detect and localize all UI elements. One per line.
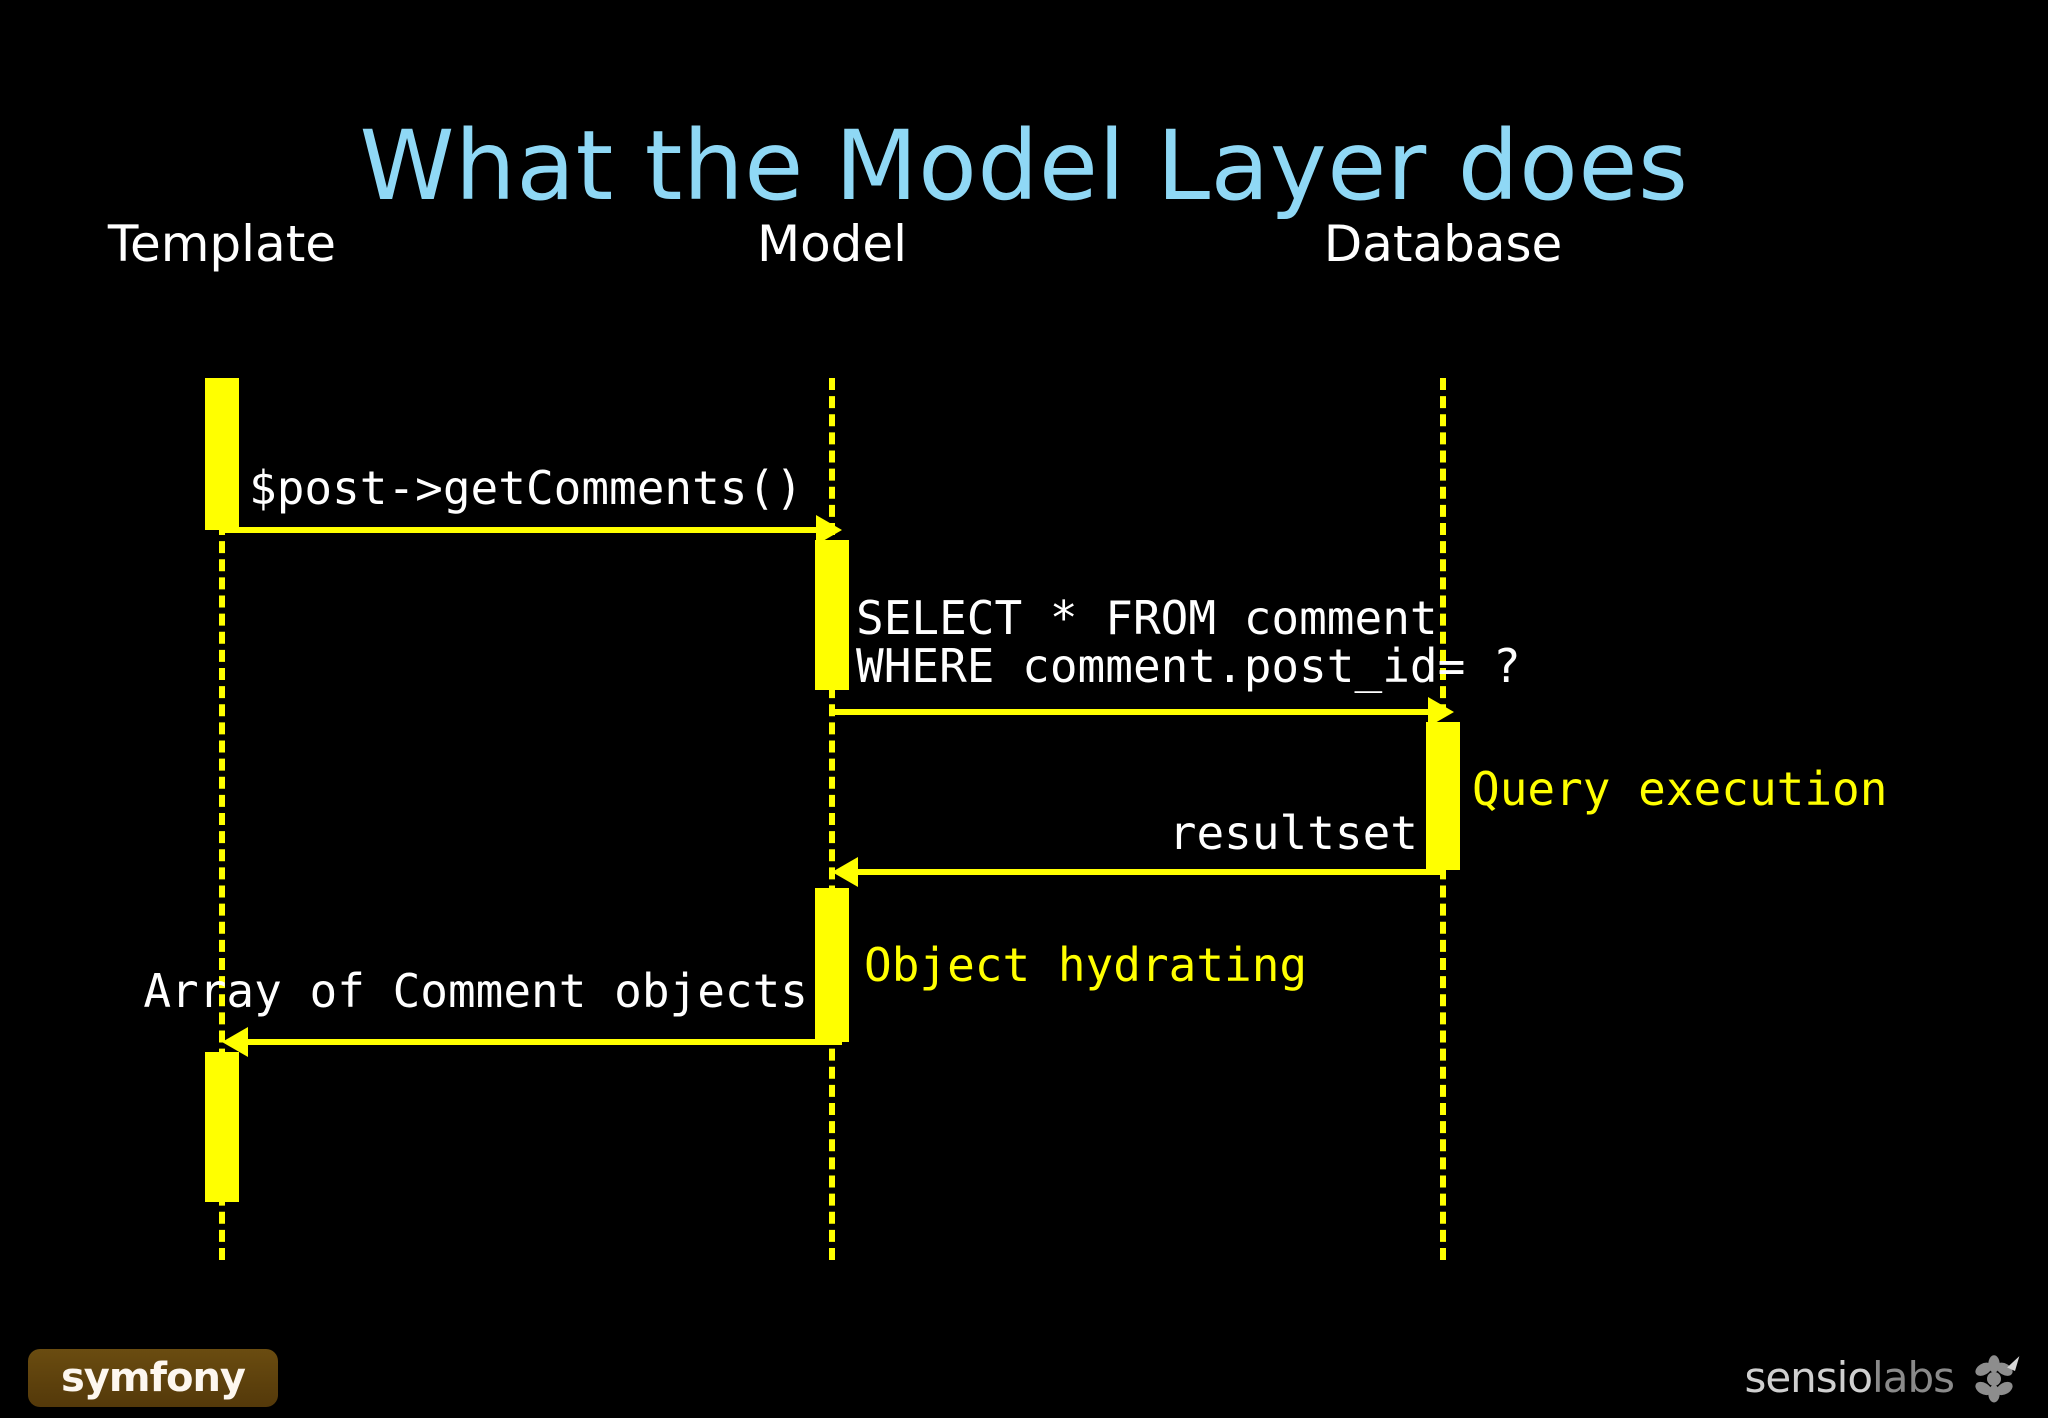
lifeline-label-template: Template — [107, 215, 337, 273]
sensiolabs-logo: sensiolabs — [1744, 1348, 2022, 1408]
activation-bar-database-execution — [1426, 722, 1460, 870]
message-arrow-array-of-comments — [236, 1039, 842, 1045]
message-label-get-comments: $post->getComments() — [249, 461, 803, 515]
arrow-head-left-icon — [222, 1027, 248, 1057]
activation-bar-model-query — [815, 540, 849, 690]
arrow-head-right-icon — [816, 515, 842, 545]
activation-bar-model-hydrating — [815, 888, 849, 1042]
lifeline-label-database: Database — [1323, 215, 1563, 273]
symfony-wordmark: symfony — [61, 1355, 246, 1401]
sensiolabs-wordmark-labs: labs — [1872, 1353, 1955, 1402]
message-arrow-select — [832, 709, 1432, 715]
lifeline-model — [829, 378, 835, 1260]
lifeline-template — [219, 378, 225, 1260]
activation-bar-template-call — [205, 378, 239, 530]
symfony-logo: symfony — [28, 1349, 278, 1407]
sensiolabs-wordmark-sensio: sensio — [1744, 1353, 1873, 1402]
message-label-select-line1: SELECT * FROM comment — [856, 591, 1438, 645]
lifeline-label-model: Model — [756, 215, 908, 273]
message-label-select-line2: WHERE comment.post_id= ? — [856, 639, 1521, 693]
message-label-resultset: resultset — [1168, 806, 1418, 860]
message-arrow-get-comments — [222, 527, 818, 533]
sensiolabs-star-icon — [1966, 1350, 2022, 1406]
sensiolabs-wordmark: sensiolabs — [1744, 1357, 1955, 1399]
page-title: What the Model Layer does — [359, 110, 1689, 223]
annotation-query-execution: Query execution — [1472, 762, 1888, 816]
arrow-head-left-icon — [832, 857, 858, 887]
message-arrow-resultset — [846, 869, 1443, 875]
arrow-head-right-icon — [1428, 697, 1454, 727]
annotation-object-hydrating: Object hydrating — [864, 938, 1308, 992]
message-label-array-of-comments: Array of Comment objects — [143, 964, 808, 1018]
activation-bar-template-result — [205, 1052, 239, 1202]
